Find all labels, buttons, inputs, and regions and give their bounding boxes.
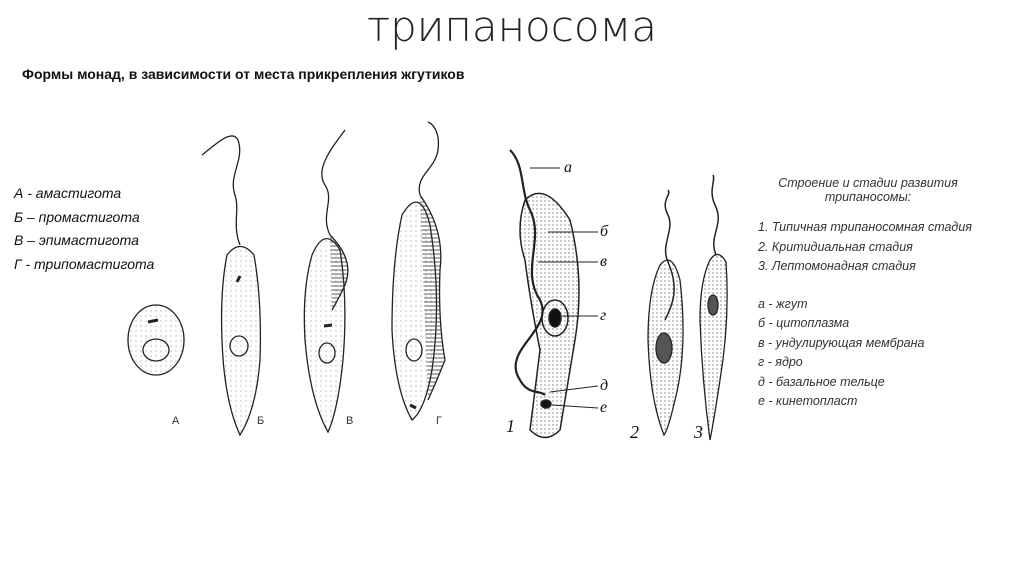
part-item: а - жгут <box>758 296 808 311</box>
stage-number: 1 <box>506 416 515 436</box>
form-item: В – эпимастигота <box>14 232 139 248</box>
stage-number: 2 <box>630 422 639 442</box>
epimastigote-cell <box>303 129 349 434</box>
promastigote-cell <box>201 135 262 437</box>
part-letter: а <box>564 159 572 176</box>
trypanosomal-stage-cell <box>509 149 599 439</box>
part-item: д - базальное тельце <box>758 374 885 389</box>
form-item: Г - трипомастигота <box>14 255 155 272</box>
stage-item: 2. Критидиальная стадия <box>758 239 913 254</box>
crithidial-stage-cell <box>647 189 684 437</box>
stage-item: 1. Типичная трипаносомная стадия <box>758 220 972 234</box>
legend-heading: Строение и стадии развития трипаносомы: <box>758 176 978 204</box>
part-letter: е <box>600 399 607 416</box>
part-letter: б <box>600 223 609 240</box>
legend-heading-line: Строение и стадии развития <box>778 176 958 190</box>
part-item: в - ундулирующая мембрана <box>758 335 925 350</box>
part-item: е - кинетопласт <box>758 394 858 408</box>
stage-number: 3 <box>693 422 703 442</box>
figure-label: В <box>346 415 353 427</box>
legend: Строение и стадии развития трипаносомы: … <box>758 176 978 412</box>
slide-title: трипаносома <box>367 2 657 51</box>
figure-label: А <box>172 415 180 427</box>
leptomonad-stage-cell <box>699 174 728 441</box>
part-item: б - цитоплазма <box>758 316 850 330</box>
part-letter: г <box>600 307 606 324</box>
subtitle: Формы монад, в зависимости от места прик… <box>22 66 465 82</box>
amastigote-cell <box>127 304 185 376</box>
part-item: г - ядро <box>758 355 803 369</box>
figure-label: Б <box>257 415 264 427</box>
stage-item: 3. Лептомонадная стадия <box>758 259 916 273</box>
part-letter: в <box>600 253 607 270</box>
part-letter: д <box>600 377 608 394</box>
form-item: Б – промастигота <box>14 208 140 225</box>
legend-heading-line: трипаносомы: <box>824 190 912 204</box>
form-item: А - амастигота <box>14 185 122 201</box>
trypomastigote-cell <box>391 121 446 421</box>
forms-list: А - амастигота Б – промастигота В – эпим… <box>14 182 154 276</box>
figure-label: Г <box>436 415 442 427</box>
